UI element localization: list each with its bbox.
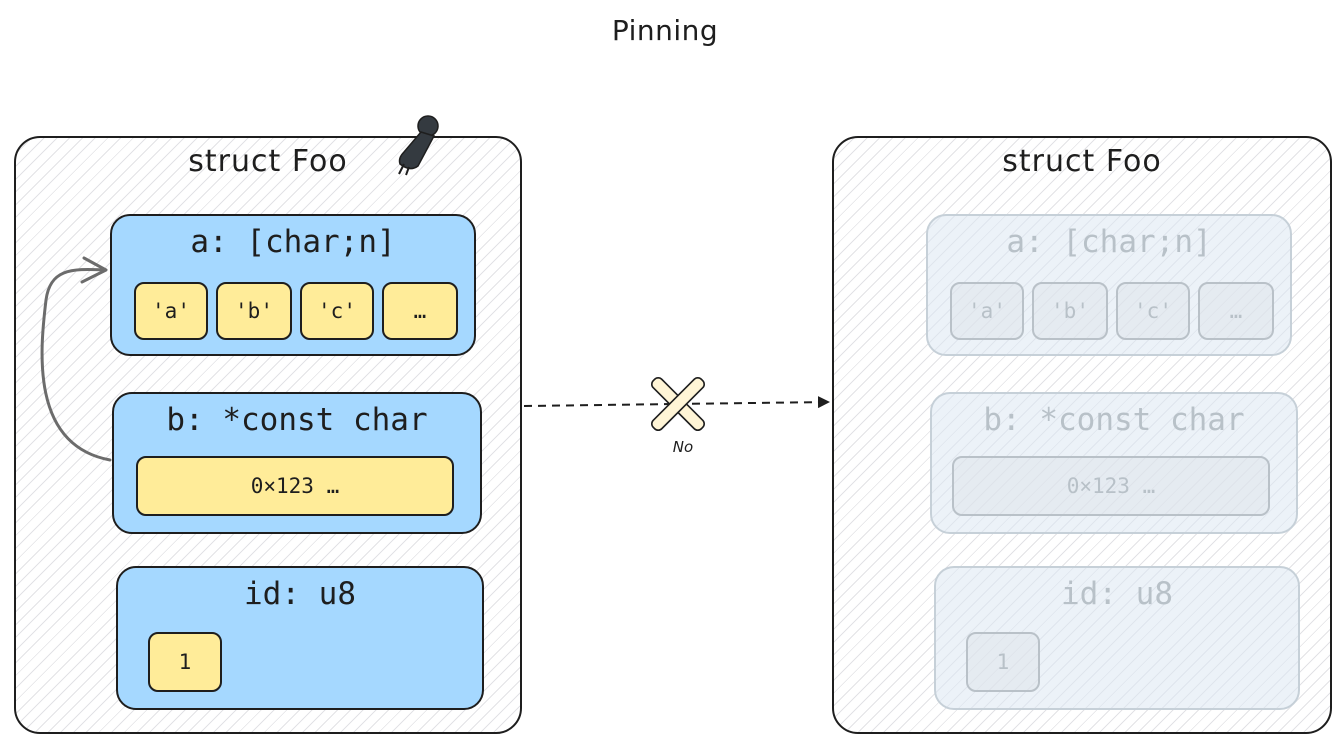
struct-title: struct Foo <box>188 144 348 179</box>
field-a-label: a: [char;n] <box>1006 224 1212 260</box>
field-a-label: a: [char;n] <box>190 224 396 260</box>
struct-title: struct Foo <box>1002 144 1162 179</box>
field-b-label: b: *const char <box>166 402 428 438</box>
move-rejected-label: No <box>672 438 694 456</box>
diagram-title: Pinning <box>611 14 719 47</box>
struct-foo-moved: struct Foo a: [char;n] 'a' 'b' 'c' … b: … <box>832 136 1332 734</box>
field-a: a: [char;n] 'a' 'b' 'c' … <box>110 214 476 356</box>
field-b-label: b: *const char <box>983 402 1245 438</box>
field-id-label: id: u8 <box>1061 576 1173 612</box>
struct-foo-original: struct Foo a: [char;n] 'a' 'b' 'c' … b: … <box>14 136 522 734</box>
char-chip: 'c' <box>300 282 374 340</box>
ellipsis-chip: … <box>1198 282 1274 340</box>
cross-icon <box>650 376 706 432</box>
char-chip: 'c' <box>1116 282 1190 340</box>
field-id: id: u8 1 <box>116 566 484 710</box>
id-value: 1 <box>966 632 1040 692</box>
pointer-value: 0×123 … <box>136 456 454 516</box>
pointer-arrowhead <box>80 256 108 284</box>
field-b: b: *const char 0×123 … <box>930 392 1298 534</box>
id-value: 1 <box>148 632 222 692</box>
char-chip: 'a' <box>134 282 208 340</box>
field-a: a: [char;n] 'a' 'b' 'c' … <box>926 214 1292 356</box>
field-id: id: u8 1 <box>934 566 1300 710</box>
ellipsis-chip: … <box>382 282 458 340</box>
field-id-label: id: u8 <box>244 576 356 612</box>
char-chip: 'b' <box>216 282 292 340</box>
pushpin-icon <box>398 115 439 176</box>
field-b: b: *const char 0×123 … <box>112 392 482 534</box>
char-chip: 'a' <box>950 282 1024 340</box>
pointer-value: 0×123 … <box>952 456 1270 516</box>
pointer-arrow <box>40 267 112 462</box>
move-arrow <box>523 396 830 409</box>
char-chip: 'b' <box>1032 282 1108 340</box>
